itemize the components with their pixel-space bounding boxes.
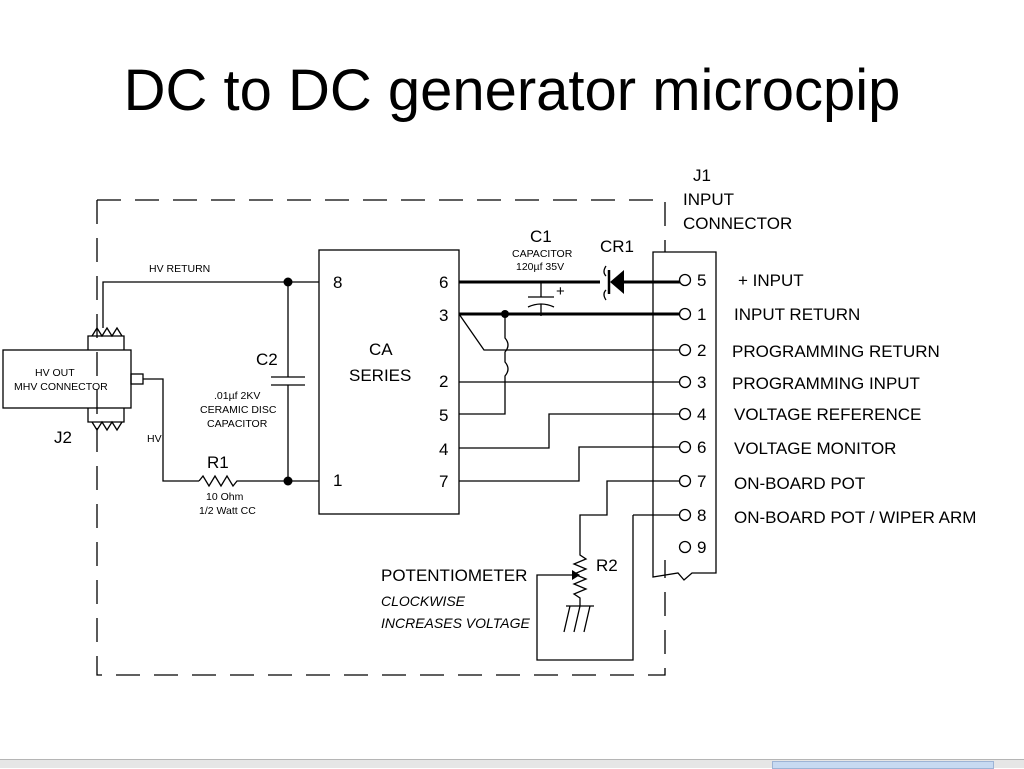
j1-pin-circles <box>678 273 692 554</box>
j1-pin-circle <box>678 508 692 522</box>
j1-ref: J1 <box>693 166 711 185</box>
j1-pin-number: 8 <box>697 506 706 525</box>
j1-pin-circle <box>678 474 692 488</box>
wire-hv <box>143 378 199 482</box>
c2-ref: C2 <box>256 350 278 369</box>
c1-polarity: + <box>556 283 565 300</box>
j2-line2: MHV CONNECTOR <box>14 381 108 393</box>
r2-wiper-arrow <box>572 570 580 580</box>
j1-pin-number: 1 <box>697 305 706 324</box>
slide-title: DC to DC generator microcpip <box>123 58 901 123</box>
j1-pin-label: INPUT RETURN <box>734 305 860 324</box>
module-pin-right: 5 <box>439 406 448 425</box>
j2-line1: HV OUT <box>35 367 75 379</box>
potentiometer-note-line1: CLOCKWISE <box>381 593 466 609</box>
module-pin-right: 4 <box>439 440 448 459</box>
j1-pin-number: 9 <box>697 538 706 557</box>
r2-ref: R2 <box>596 556 618 575</box>
j2-ref: J2 <box>54 428 72 447</box>
module-pin-right: 6 <box>439 273 448 292</box>
wire-voltage-monitor <box>459 446 680 482</box>
j1-pin-circle <box>678 440 692 454</box>
wire-programming-return <box>458 313 680 351</box>
j1-pin-number: 4 <box>697 405 706 424</box>
c1-value: 120µf 35V <box>516 261 564 273</box>
potentiometer-note-line2: INCREASES VOLTAGE <box>381 615 531 631</box>
j1-pin-circle <box>678 273 692 287</box>
r1-ref: R1 <box>207 453 229 472</box>
potentiometer-label: POTENTIOMETER <box>381 566 527 585</box>
cr1-diode-icon <box>610 270 624 294</box>
ground-icon <box>563 605 594 633</box>
j2-mhv-connector <box>2 326 144 432</box>
j1-pin-circle <box>678 375 692 389</box>
j1-pin-number: 2 <box>697 341 706 360</box>
junction-dot <box>283 476 293 486</box>
c2-type: CERAMIC DISC <box>200 404 277 416</box>
enclosure-outline <box>96 199 666 676</box>
c2-value: .01µf 2KV <box>214 390 260 402</box>
j1-pin-number: 3 <box>697 373 706 392</box>
wire-onboard-pot <box>579 480 680 548</box>
c2-type-2: CAPACITOR <box>207 418 268 430</box>
j1-pin-circle <box>678 540 692 554</box>
j1-name-line2: CONNECTOR <box>683 214 792 233</box>
module-pin-left: 1 <box>333 471 342 490</box>
j1-name-line1: INPUT <box>683 190 734 209</box>
wire-pin5-link <box>459 314 509 415</box>
j1-pin-label: VOLTAGE REFERENCE <box>734 405 921 424</box>
module-pin-left: 8 <box>333 273 342 292</box>
module-name-line1: CA <box>369 340 393 359</box>
c1-type: CAPACITOR <box>512 248 573 260</box>
wire-hv-return <box>102 281 319 328</box>
j1-pin-number: 7 <box>697 472 706 491</box>
j1-pin-circle <box>678 307 692 321</box>
j1-pin-label: PROGRAMMING RETURN <box>732 342 940 361</box>
cr1-ref: CR1 <box>600 237 634 256</box>
j1-pin-circle <box>678 407 692 421</box>
module-pin-right: 7 <box>439 472 448 491</box>
module-pin-right: 2 <box>439 372 448 391</box>
j1-pin-label: ON-BOARD POT <box>734 474 865 493</box>
j1-pin-label: VOLTAGE MONITOR <box>734 439 896 458</box>
hv-return-label: HV RETURN <box>149 263 210 275</box>
r1-value: 10 Ohm <box>206 491 244 503</box>
cr1-lead-mark <box>603 265 607 301</box>
wire-wiper-arm <box>536 514 680 661</box>
j1-connector-body <box>652 251 717 581</box>
j1-pin-circle <box>678 343 692 357</box>
r1-resistor-icon <box>198 474 319 488</box>
j1-pin-number: 6 <box>697 438 706 457</box>
j1-pin-label: PROGRAMMING INPUT <box>732 374 920 393</box>
j1-pin-label: + INPUT <box>738 271 804 290</box>
module-pin-right: 3 <box>439 306 448 325</box>
taskbar-strip <box>0 759 1024 769</box>
r2-potentiometer-icon <box>572 548 588 606</box>
r1-rating: 1/2 Watt CC <box>199 505 256 517</box>
c1-ref: C1 <box>530 227 552 246</box>
j1-pin-label: ON-BOARD POT / WIPER ARM <box>734 508 976 527</box>
j1-pin-number: 5 <box>697 271 706 290</box>
wire-voltage-reference <box>459 413 680 449</box>
hv-label: HV <box>147 433 162 445</box>
module-name-line2: SERIES <box>349 366 411 385</box>
